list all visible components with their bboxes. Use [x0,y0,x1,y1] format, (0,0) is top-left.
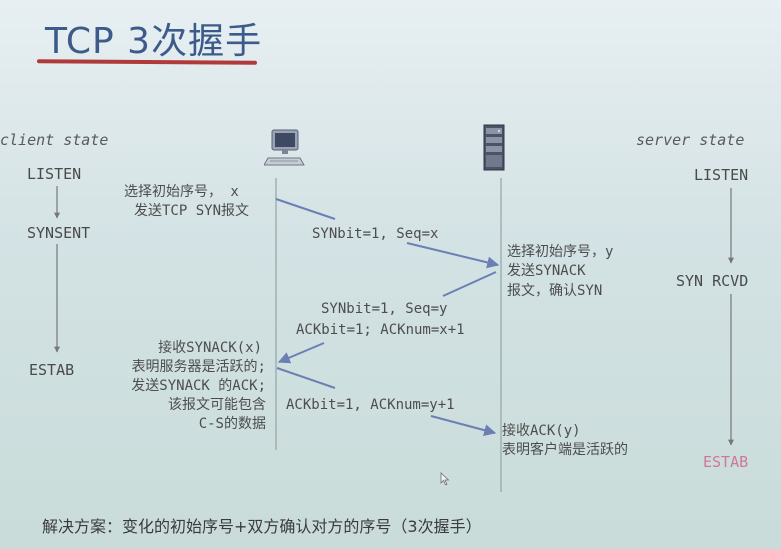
client-note2-line2: 表明服务器是活跃的; [131,359,266,375]
server-state-listen: LISTEN [694,166,749,184]
server-state-syn-rcvd: SYN RCVD [676,272,749,290]
client-state-synsent: SYNSENT [27,224,91,242]
client-note1-line1: 选择初始序号， x [124,184,239,200]
client-note2-line3: 发送SYNACK 的ACK; [131,378,266,394]
synack-arrow-b [277,342,325,364]
client-note2-line5: C-S的数据 [198,416,266,432]
client-state-title: client state [0,131,109,149]
page-title: TCP 3次握手 [45,21,263,62]
server-icon [483,124,505,171]
message-synack-line2: ACKbit=1; ACKnum=x+1 [296,322,465,338]
client-note1-line2: 发送TCP SYN报文 [134,203,250,219]
client-state-estab: ESTAB [29,361,75,379]
server-note1-line3: 报文，确认SYN [507,283,603,299]
server-note1-line2: 发送SYNACK [507,263,586,279]
ack-arrow-a [276,367,336,389]
server-state-estab: ESTAB [703,453,749,471]
server-state-title: server state [636,131,745,149]
footer-solution: 解决方案：变化的初始序号+双方确认对方的序号（3次握手） [42,517,482,536]
client-state-listen: LISTEN [27,165,82,183]
synack-arrow-a [442,271,497,297]
client-note2-line4: 该报文可能包含 [168,397,266,413]
server-note1-line1: 选择初始序号，y [507,244,614,260]
cursor-icon [440,472,450,486]
client-note2-line1: 接收SYNACK(x) [158,340,262,356]
syn-arrow-a [275,198,336,220]
computer-icon [264,129,305,166]
syn-arrow-b [406,242,500,269]
message-syn: SYNbit=1, Seq=x [312,226,439,242]
server-note2-line1: 接收ACK(y) [502,423,581,439]
ack-arrow-b [430,415,497,437]
message-synack-line1: SYNbit=1, Seq=y [321,301,448,317]
message-ack: ACKbit=1, ACKnum=y+1 [286,397,455,413]
server-note2-line2: 表明客户端是活跃的 [502,442,628,458]
